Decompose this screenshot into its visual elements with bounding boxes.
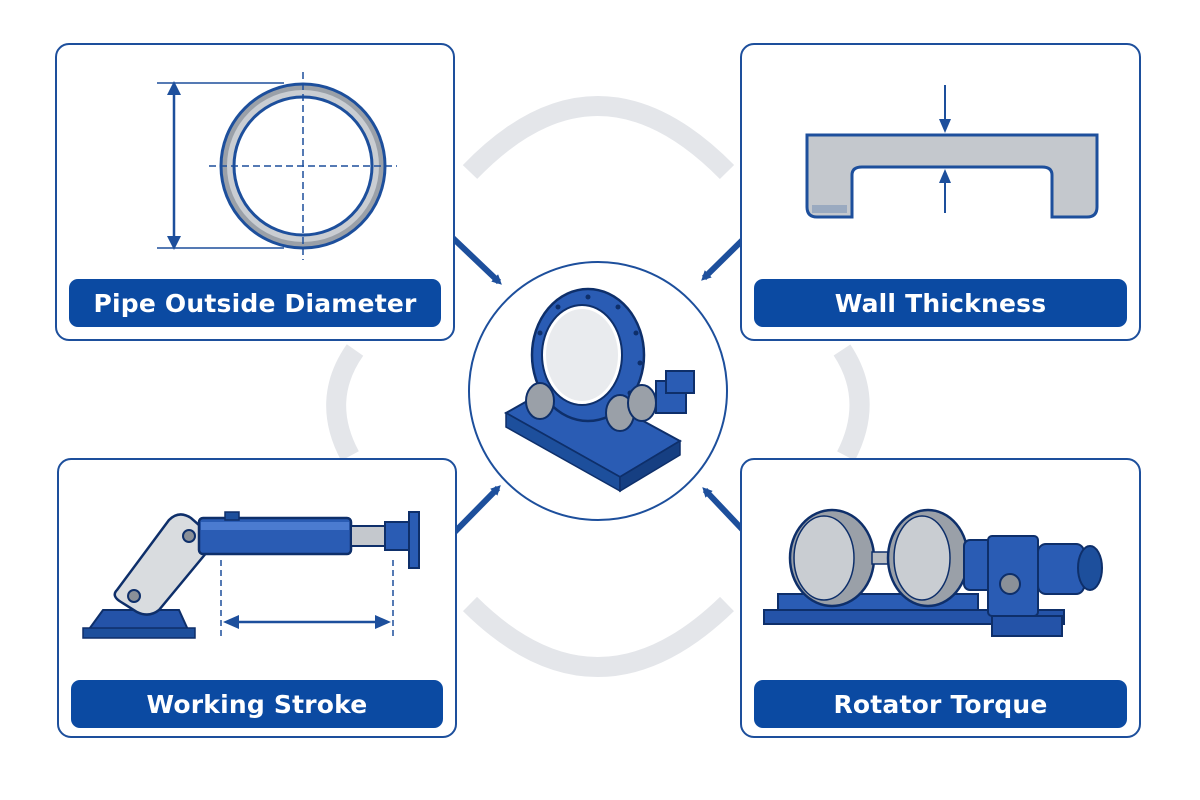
working-stroke-label: Working Stroke (71, 680, 443, 728)
outside-diameter-label: Pipe Outside Diameter (69, 279, 441, 327)
rotator-torque-label: Rotator Torque (754, 680, 1127, 728)
rotator-torque-card: Rotator Torque (740, 458, 1141, 738)
background-arcs (326, 96, 870, 677)
hydraulic-cylinder-icon (82, 511, 420, 640)
working-stroke-card: Working Stroke (57, 458, 457, 738)
wall-thickness-label: Wall Thickness (754, 279, 1127, 327)
pipe-cross-section-icon (157, 72, 397, 260)
wall-thickness-card: Wall Thickness (740, 43, 1141, 341)
arc-right (833, 344, 870, 461)
center-circle (468, 261, 728, 521)
wall-section-icon (805, 85, 1099, 219)
arc-top (462, 96, 735, 180)
arc-bottom (462, 596, 734, 677)
outside-diameter-card: Pipe Outside Diameter (55, 43, 455, 341)
arc-left (326, 344, 364, 461)
pipe-welding-rotator-icon (503, 287, 695, 493)
roller-drive-icon (763, 508, 1103, 637)
